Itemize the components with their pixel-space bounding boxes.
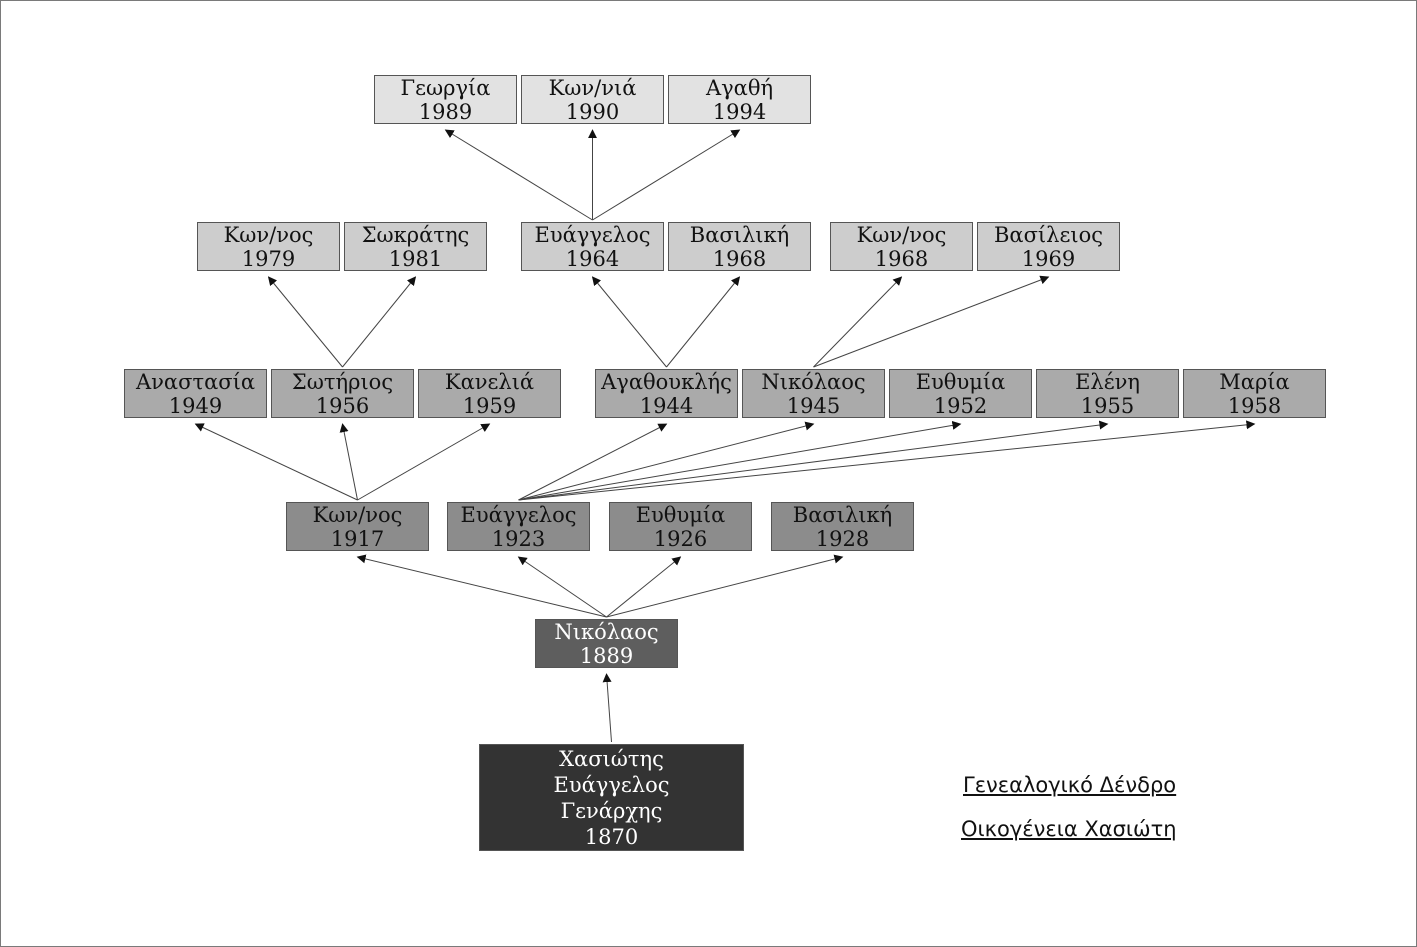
person-name-line: Νικόλαος xyxy=(761,369,866,394)
person-name-line: Ευάγγελος xyxy=(534,222,651,247)
person-birth-year: 1923 xyxy=(491,526,546,551)
connector-nikolaos-1945-to-vasileios-1969 xyxy=(813,275,1050,368)
connector-konnos-1917-to-kanelia-1959 xyxy=(357,423,491,501)
person-birth-year: 1926 xyxy=(653,526,708,551)
person-birth-year: 1917 xyxy=(330,526,385,551)
connector-evangelos-1923-to-maria-1958 xyxy=(518,420,1256,501)
person-name-line: Σωτήριος xyxy=(291,369,394,394)
person-birth-year: 1955 xyxy=(1080,393,1135,418)
person-birth-year: 1990 xyxy=(565,99,620,124)
connector-nikolaos-1889-to-efthymia-1926 xyxy=(606,556,682,618)
person-name-line: Χασιώτης xyxy=(559,746,664,771)
person-name-line: Βασίλειος xyxy=(993,222,1103,247)
person-birth-year: 1968 xyxy=(874,246,929,271)
connector-founder-to-nikolaos-1889 xyxy=(602,673,612,743)
person-birth-year: 1944 xyxy=(639,393,694,418)
connector-evangelos-1964-to-georgia-1989 xyxy=(444,129,593,221)
connector-agathoklis-1944-to-evangelos-1964 xyxy=(591,276,667,368)
person-name-line: Κων/νος xyxy=(223,222,314,247)
person-name-line: Κων/νος xyxy=(312,502,403,527)
person-birth-year: 1981 xyxy=(388,246,443,271)
connector-evangelos-1964-to-agathi-1994 xyxy=(592,129,741,221)
diagram-title: Γενεαλογικό Δένδρο xyxy=(963,773,1177,797)
person-name-line: Κων/νος xyxy=(856,222,947,247)
diagram-subtitle: Οικογένεια Χασιώτη xyxy=(961,817,1177,841)
connector-evangelos-1923-to-agathoklis-1944 xyxy=(518,423,668,501)
person-birth-year: 1968 xyxy=(712,246,767,271)
connector-nikolaos-1945-to-konnos-1968 xyxy=(813,276,903,368)
connector-konnos-1917-to-anastasia-1949 xyxy=(194,423,358,501)
person-name-line: Βασιλική xyxy=(792,502,893,527)
person-name-line: Κων/νιά xyxy=(548,75,637,100)
person-birth-year: 1964 xyxy=(565,246,620,271)
person-name-line: Ελένη xyxy=(1075,369,1140,394)
person-name-line: Βασιλική xyxy=(689,222,790,247)
person-name-line: Νικόλαος xyxy=(554,619,659,644)
connector-nikolaos-1889-to-konnos-1917 xyxy=(356,554,607,618)
person-name-line: Αγαθή xyxy=(705,75,774,100)
person-name-line: Ευθυμία xyxy=(635,502,726,527)
person-birth-year: 1945 xyxy=(786,393,841,418)
person-birth-year: 1959 xyxy=(462,393,517,418)
connector-konnos-1917-to-sotirios-1956 xyxy=(339,423,358,501)
person-name-line: Αγαθουκλής xyxy=(601,369,732,394)
person-birth-year: 1956 xyxy=(315,393,370,418)
person-birth-year: 1969 xyxy=(1021,246,1076,271)
person-name-line: Σωκράτης xyxy=(361,222,470,247)
connector-agathoklis-1944-to-vasiliki-1968 xyxy=(666,276,741,368)
connector-evangelos-1923-to-efthymia-1952 xyxy=(518,420,962,501)
person-birth-year: 1870 xyxy=(584,824,639,849)
connector-nikolaos-1889-to-vasiliki-1928 xyxy=(606,554,844,618)
person-name-line: Μαρία xyxy=(1219,369,1290,394)
person-name-line: Ευάγγελος xyxy=(460,502,577,527)
person-name-line: Ευάγγελος xyxy=(553,772,670,797)
connector-sotirios-1956-to-sokratis-1981 xyxy=(342,276,417,368)
connector-evangelos-1923-to-eleni-1955 xyxy=(518,420,1109,501)
person-name-line: Γενάρχης xyxy=(560,798,663,823)
person-birth-year: 1979 xyxy=(241,246,296,271)
connector-sotirios-1956-to-konnos-1979 xyxy=(267,276,343,368)
person-name-line: Γεωργία xyxy=(400,75,491,100)
person-birth-year: 1949 xyxy=(168,393,223,418)
person-name-line: Ευθυμία xyxy=(915,369,1006,394)
person-name-line: Κανελιά xyxy=(444,369,535,394)
person-birth-year: 1994 xyxy=(712,99,767,124)
person-birth-year: 1952 xyxy=(933,393,988,418)
person-birth-year: 1928 xyxy=(815,526,870,551)
person-birth-year: 1958 xyxy=(1227,393,1282,418)
person-birth-year: 1989 xyxy=(418,99,473,124)
connector-nikolaos-1889-to-evangelos-1923 xyxy=(517,556,607,618)
connector-evangelos-1923-to-nikolaos-1945 xyxy=(518,421,815,501)
person-birth-year: 1889 xyxy=(579,643,634,668)
person-name-line: Αναστασία xyxy=(136,369,255,394)
